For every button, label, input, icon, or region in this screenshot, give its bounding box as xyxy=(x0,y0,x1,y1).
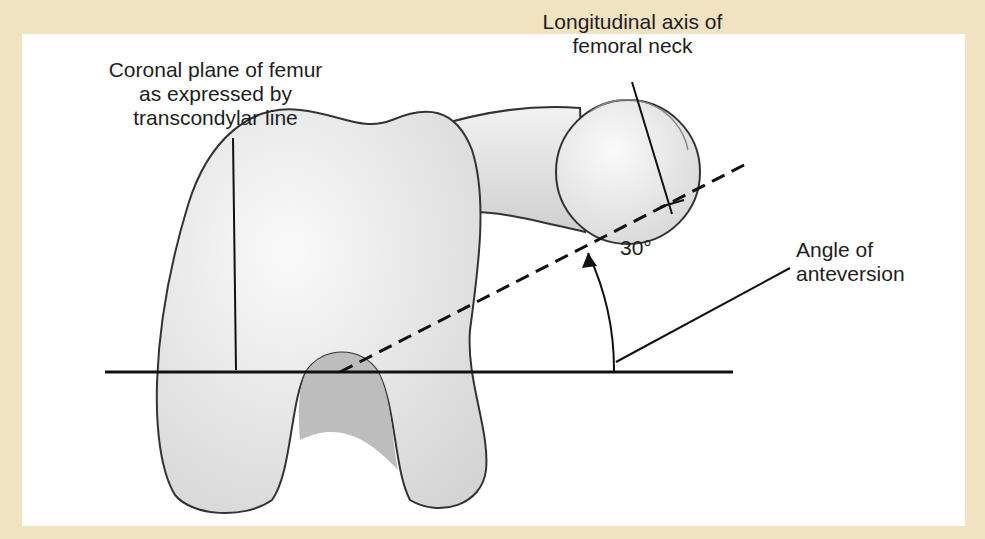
angle-value: 30° xyxy=(620,236,680,260)
axis-label: Longitudinal axis of femoral neck xyxy=(540,10,725,58)
plane-label: Coronal plane of femur as expressed by t… xyxy=(108,58,323,130)
intercondylar-notch xyxy=(299,353,398,471)
neck-axis-line xyxy=(340,163,748,372)
transcondylar-line xyxy=(105,371,733,374)
leader-line xyxy=(233,138,236,370)
leader-tick xyxy=(660,200,684,207)
arrow-head xyxy=(582,253,597,268)
leader-line xyxy=(616,268,790,362)
angle-label: Angle of anteversion xyxy=(796,238,956,286)
femoral-condyles xyxy=(157,109,487,513)
femoral-head xyxy=(556,100,700,244)
leader-line xyxy=(632,82,672,214)
angle-arc xyxy=(588,253,614,372)
